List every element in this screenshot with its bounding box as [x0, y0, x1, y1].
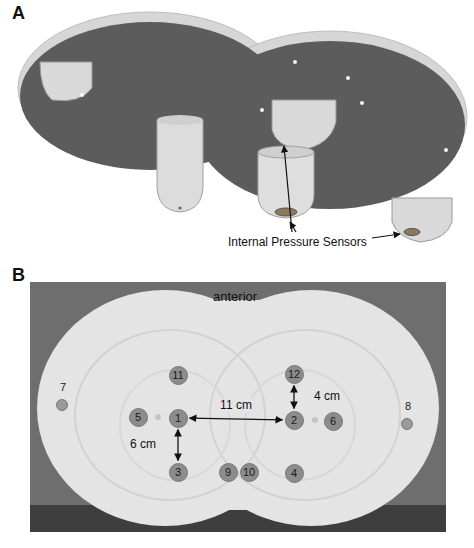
callout-circle: 2 [285, 411, 304, 430]
callout-number: 4 [291, 468, 297, 479]
dimension-arrow [177, 430, 178, 461]
callout-number: 5 [135, 412, 141, 423]
panel-letter: A [12, 4, 25, 24]
callout-number: 12 [288, 369, 300, 380]
callout-number: 8 [405, 401, 411, 412]
dimension-label: 6 cm [128, 438, 158, 451]
leader-line [284, 146, 400, 238]
callout-circle: 5 [129, 408, 148, 427]
callout-number: 11 [172, 370, 183, 381]
callout-circle: 9 [219, 463, 238, 482]
callout-circle: 3 [169, 463, 188, 482]
callout-number: 2 [291, 415, 297, 426]
callout-number: 7 [60, 382, 66, 393]
dimension-label: 11 cm [218, 399, 254, 412]
callout-circle: 12 [285, 365, 304, 384]
callout-number: 6 [330, 416, 336, 427]
callout-circle: 1 [169, 409, 188, 428]
callout-number: 1 [175, 413, 181, 424]
dimension-label: 4 cm [312, 390, 342, 403]
callout-number: 9 [225, 467, 231, 478]
dimension-arrow [189, 418, 282, 420]
callout-circle: 11 [169, 366, 188, 385]
callout-number: 10 [243, 467, 255, 478]
phantom-photo [30, 282, 446, 532]
annotation-label: Internal Pressure Sensors [228, 236, 367, 249]
annotation-label: anterior [213, 290, 257, 304]
callout-circle: 8 [401, 418, 413, 430]
callout-circle: 7 [56, 399, 68, 411]
callout-circle: 6 [324, 412, 343, 431]
callout-circle: 10 [240, 463, 259, 482]
plate-render [18, 12, 467, 242]
callout-circle: 4 [285, 464, 304, 483]
panel-letter: B [12, 266, 25, 286]
callout-number: 3 [175, 467, 181, 478]
dimension-arrow [293, 386, 294, 409]
